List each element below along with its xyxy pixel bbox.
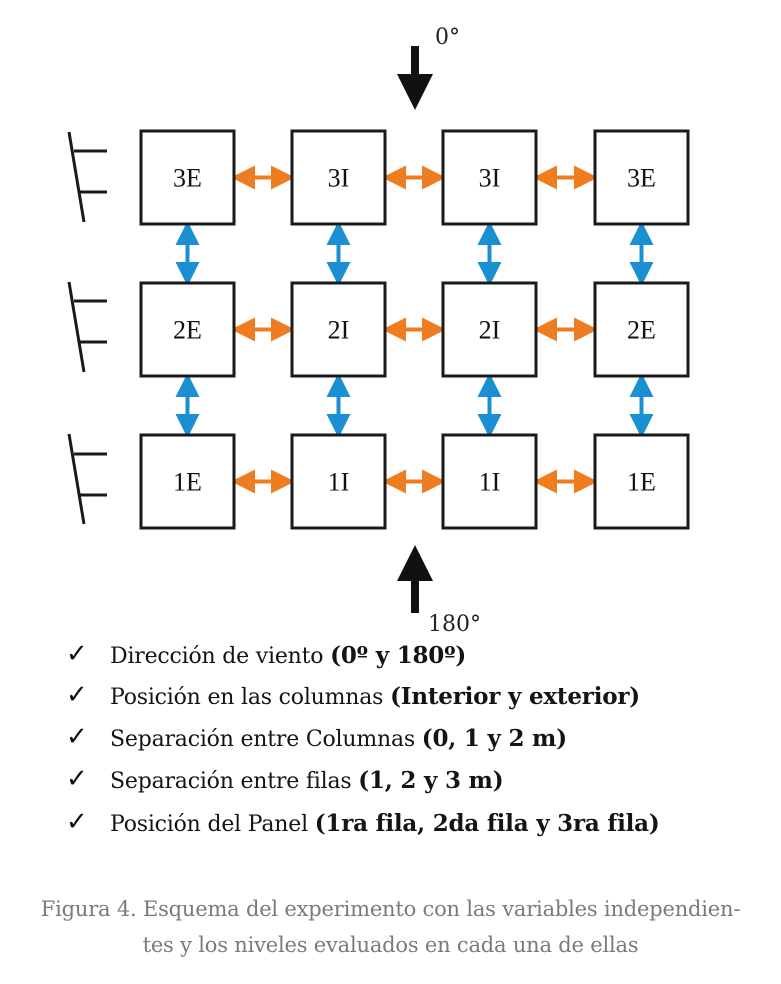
cell-box xyxy=(593,433,690,530)
cell-label: 2E xyxy=(627,316,656,345)
grid-cell: 1I xyxy=(290,433,387,530)
cell-box xyxy=(290,129,387,226)
cell-box xyxy=(290,433,387,530)
wind-arrow-top xyxy=(397,46,433,110)
grid-cell: 2E xyxy=(593,281,690,378)
cell-label: 1I xyxy=(328,468,350,497)
cell-box xyxy=(441,433,538,530)
checklist-item: ✓ Dirección de viento (0º y 180º) xyxy=(66,639,660,671)
cell-label: 3I xyxy=(328,164,350,193)
grid-cell: 2I xyxy=(441,281,538,378)
cell-box xyxy=(139,129,236,226)
cell-box xyxy=(441,281,538,378)
cell-label: 3E xyxy=(173,164,202,193)
cell-box xyxy=(139,281,236,378)
grid-cell: 2I xyxy=(290,281,387,378)
grid-cell: 1E xyxy=(139,433,236,530)
caption-line-1: Figura 4. Esquema del experimento con la… xyxy=(40,897,741,921)
cells-layer: 3E 3I 3I 3E 2E 2I 2I 2E 1E 1I 1I 1E xyxy=(139,129,690,530)
checkmark-icon: ✓ xyxy=(66,722,88,752)
cell-box xyxy=(441,129,538,226)
caption-line-2: tes y los niveles evaluados en cada una … xyxy=(142,933,639,957)
checklist-item: ✓ Posición del Panel (1ra fila, 2da fila… xyxy=(66,807,660,839)
wind-label-180: 180° xyxy=(428,612,481,637)
checklist-item-text: Separación entre filas xyxy=(110,769,359,794)
checklist-item: ✓ Posición en las columnas (Interior y e… xyxy=(66,680,660,712)
cell-label: 2I xyxy=(479,316,501,345)
variables-checklist: ✓ Dirección de viento (0º y 180º) ✓ Posi… xyxy=(66,639,660,839)
checklist-item-text: Dirección de viento xyxy=(110,644,331,669)
panel-symbol-row-1 xyxy=(67,433,107,525)
cell-box xyxy=(139,433,236,530)
checklist-item: ✓ Separación entre Columnas (0, 1 y 2 m) xyxy=(66,722,660,754)
checkmark-icon: ✓ xyxy=(66,764,88,794)
checklist-item-text: Posición del Panel xyxy=(110,812,315,837)
checklist-item-text: Separación entre Columnas xyxy=(110,727,422,752)
panel-symbol-row-2 xyxy=(67,281,107,373)
cell-label: 2E xyxy=(173,316,202,345)
experiment-diagram: 0° 180° 3E 3I 3I 3E 2E 2I 2I 2E 1E 1I 1I 1E xyxy=(67,25,690,637)
grid-cell: 3I xyxy=(290,129,387,226)
checklist-item-levels: (0º y 180º) xyxy=(330,642,467,669)
cell-box xyxy=(290,281,387,378)
figure-caption: Figura 4. Esquema del experimento con la… xyxy=(0,891,781,963)
cell-box xyxy=(593,281,690,378)
grid-cell: 3I xyxy=(441,129,538,226)
wind-arrow-bottom xyxy=(397,545,433,613)
checklist-item-levels: (1ra fila, 2da fila y 3ra fila) xyxy=(314,810,660,837)
grid-cell: 1I xyxy=(441,433,538,530)
grid-cell: 2E xyxy=(139,281,236,378)
cell-box xyxy=(593,129,690,226)
cell-label: 1E xyxy=(173,468,202,497)
cell-label: 1I xyxy=(479,468,501,497)
checklist-item: ✓ Separación entre filas (1, 2 y 3 m) xyxy=(66,764,660,796)
cell-label: 1E xyxy=(627,468,656,497)
checklist-item-levels: (1, 2 y 3 m) xyxy=(358,767,504,794)
wind-label-0: 0° xyxy=(435,25,460,50)
grid-cell: 3E xyxy=(593,129,690,226)
cell-label: 3I xyxy=(479,164,501,193)
cell-label: 2I xyxy=(328,316,350,345)
grid-cell: 3E xyxy=(139,129,236,226)
checkmark-icon: ✓ xyxy=(66,680,88,710)
arrows-layer xyxy=(175,165,654,494)
checkmark-icon: ✓ xyxy=(66,639,88,669)
checklist-item-levels: (Interior y exterior) xyxy=(390,683,640,710)
cell-label: 3E xyxy=(627,164,656,193)
panel-symbol-row-3 xyxy=(67,131,107,223)
grid-cell: 1E xyxy=(593,433,690,530)
checkmark-icon: ✓ xyxy=(66,807,88,837)
checklist-item-levels: (0, 1 y 2 m) xyxy=(421,725,567,752)
checklist-item-text: Posición en las columnas xyxy=(110,685,391,710)
